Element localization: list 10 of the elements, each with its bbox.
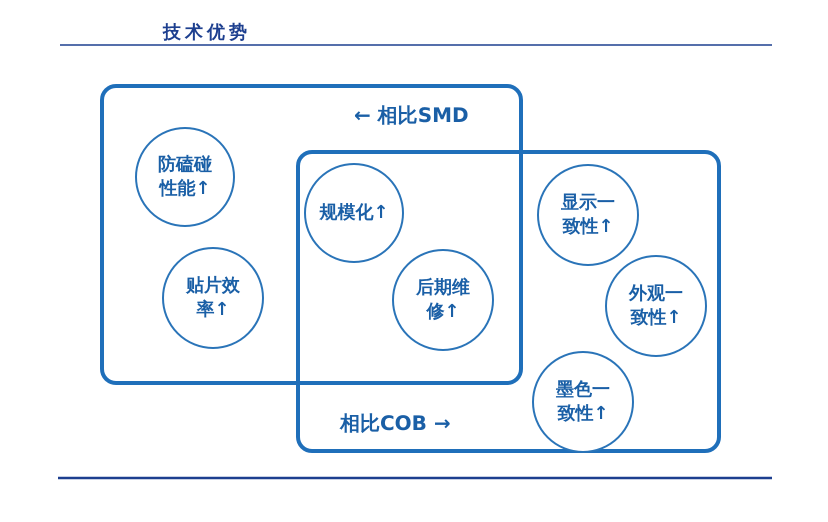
feature-circle: 规模化↑: [304, 163, 404, 263]
feature-circle: 显示一致性↑: [537, 164, 639, 266]
group-label: 相比COB →: [340, 410, 451, 437]
feature-circle: 外观一致性↑: [605, 255, 707, 357]
feature-circle: 防磕碰性能↑: [135, 127, 235, 227]
title: 技术优势: [163, 21, 251, 44]
feature-circle: 墨色一致性↑: [532, 351, 634, 453]
feature-circle: 后期维修↑: [392, 249, 494, 351]
group-label: ← 相比SMD: [354, 102, 469, 129]
feature-circle: 贴片效率↑: [162, 247, 264, 349]
